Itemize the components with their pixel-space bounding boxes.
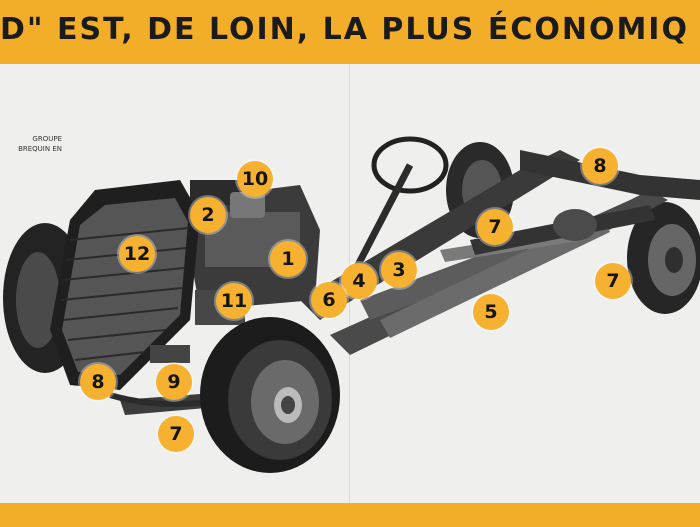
- front-right-wheel: [200, 317, 340, 473]
- marker-4: 4: [341, 263, 377, 299]
- marker-6: 6: [311, 282, 347, 318]
- rear-axle: [470, 205, 655, 255]
- marker-8-left: 8: [80, 364, 116, 400]
- marker-11: 11: [216, 283, 252, 319]
- bottom-band: [0, 503, 700, 527]
- marker-7-center: 7: [477, 209, 513, 245]
- caption-line-1: GROUPE: [32, 135, 62, 143]
- banner-title: D" EST, DE LOIN, LA PLUS ÉCONOMIQ: [0, 12, 689, 47]
- marker-9: 9: [156, 364, 192, 400]
- marker-10: 10: [237, 161, 273, 197]
- marker-1: 1: [270, 241, 306, 277]
- marker-7-bottom: 7: [158, 416, 194, 452]
- marker-3: 3: [381, 252, 417, 288]
- marker-5: 5: [473, 294, 509, 330]
- top-banner: D" EST, DE LOIN, LA PLUS ÉCONOMIQ: [0, 0, 700, 64]
- marker-12: 12: [119, 236, 155, 272]
- marker-7-right: 7: [595, 263, 631, 299]
- radiator-grille: [50, 180, 200, 390]
- rear-right-wheel: [627, 202, 700, 314]
- marker-2: 2: [190, 197, 226, 233]
- caption-line-2: BREQUIN EN: [18, 145, 62, 153]
- side-caption: GROUPE BREQUIN EN: [2, 134, 62, 154]
- marker-8-right: 8: [582, 148, 618, 184]
